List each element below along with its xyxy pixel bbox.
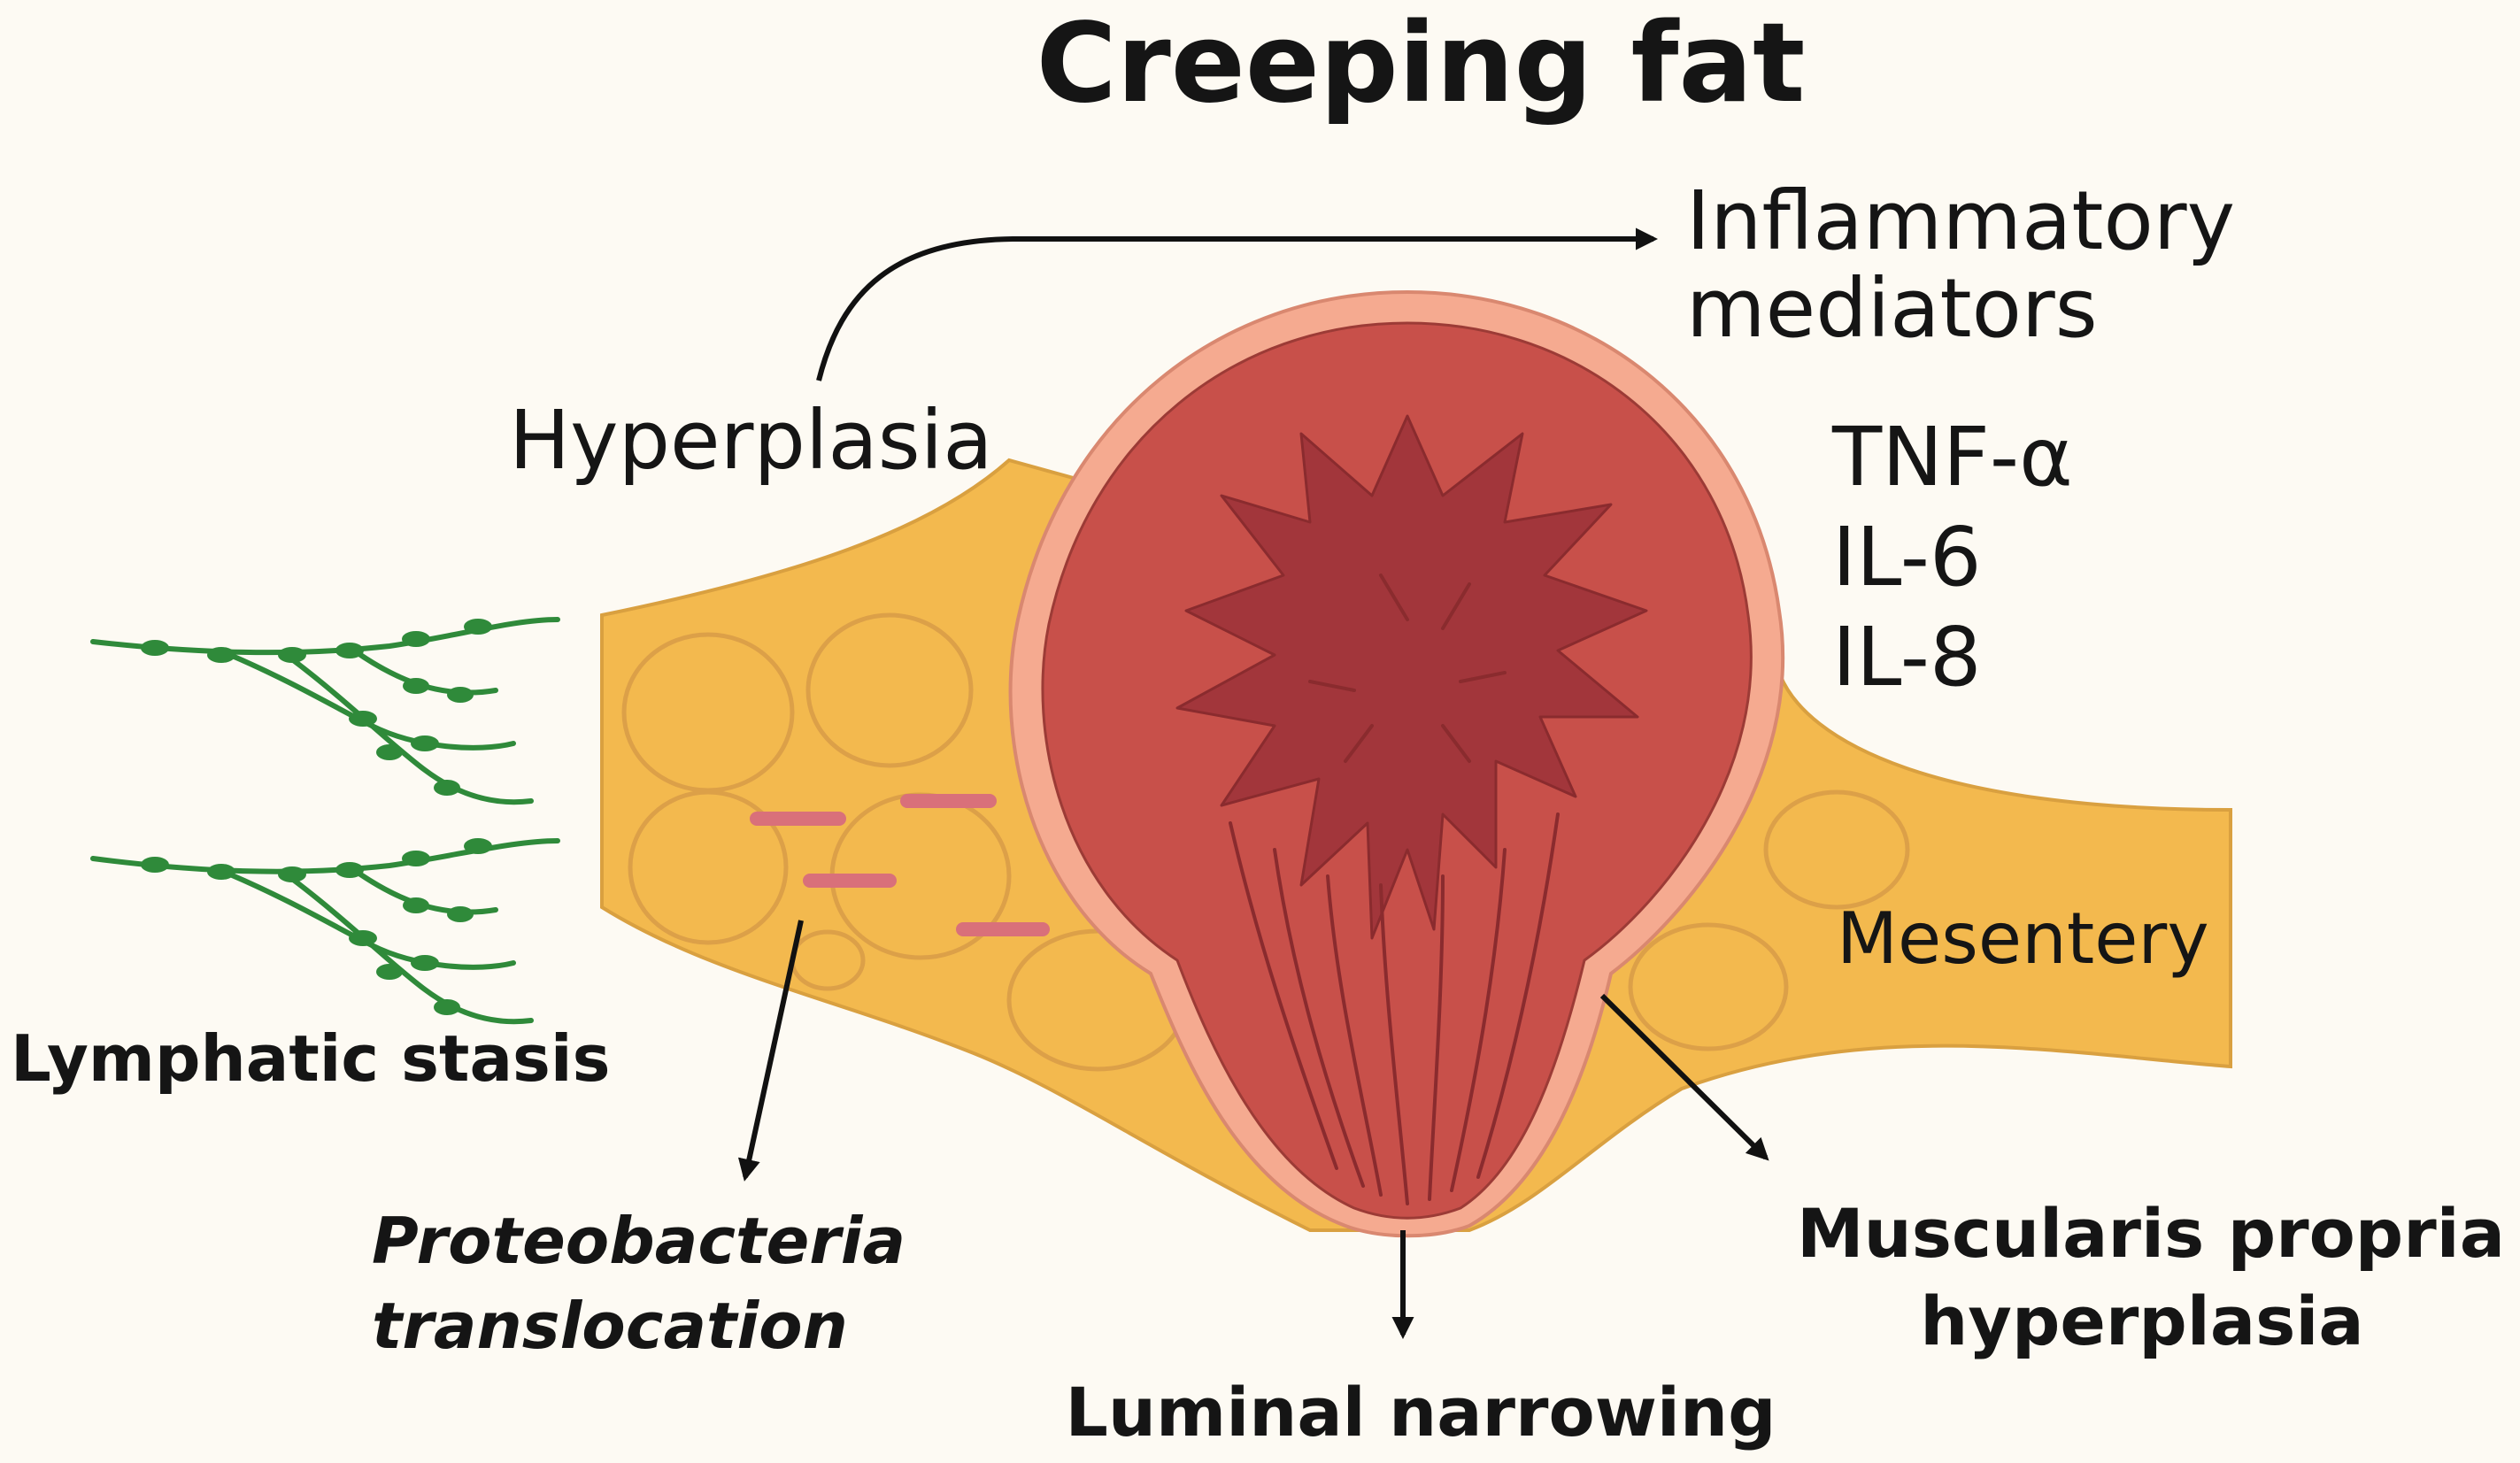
arrow-to-inflammatory-mediators	[816, 227, 1659, 381]
proteobacteria	[750, 794, 1050, 936]
cytokine-il6: IL-6	[1832, 510, 1982, 605]
cytokine-list: TNF-α IL-6 IL-8	[1832, 407, 2073, 707]
label-inflammatory-line1: Inflammatory	[1686, 173, 2236, 268]
adipocyte	[628, 789, 789, 945]
cytokine-tnf-alpha: TNF-α	[1832, 410, 2073, 504]
lymphatic-nodes	[141, 619, 492, 1015]
cytokine-il8: IL-8	[1832, 610, 1982, 705]
adipocyte	[805, 612, 974, 768]
arrows	[737, 227, 1769, 1340]
arrow-to-proteobacteria	[737, 920, 804, 1182]
label-proteobacteria-line1: Proteobacteria	[372, 1204, 906, 1278]
adipocyte	[1763, 789, 1910, 910]
label-muscularis-line2: hyperplasia	[1920, 1281, 2364, 1360]
label-mesentery: Mesentery	[1837, 897, 2209, 980]
mucosal-folds	[1229, 574, 1560, 1205]
label-hyperplasia: Hyperplasia	[509, 393, 993, 488]
label-inflammatory-mediators: Inflammatory mediators	[1686, 177, 2235, 353]
label-muscularis-propria-hyperplasia: Muscularis propria hyperplasia	[1797, 1190, 2506, 1366]
bowel-lumen	[1175, 414, 1648, 940]
adipocyte	[1628, 922, 1789, 1051]
diagram-title: Creeping fat	[1036, 0, 1806, 127]
label-proteobacteria-line2: translocation	[372, 1288, 848, 1363]
label-muscularis-line1: Muscularis propria	[1797, 1194, 2506, 1273]
lymphatic-vessels	[90, 617, 560, 1025]
label-proteobacteria-translocation: Proteobacteria translocation	[372, 1199, 906, 1369]
label-luminal-narrowing: Luminal narrowing	[1065, 1373, 1776, 1451]
arrow-to-muscularis-hyperplasia	[1599, 993, 1769, 1161]
label-lymphatic-stasis: Lymphatic stasis	[11, 1021, 611, 1096]
label-inflammatory-line2: mediators	[1686, 261, 2098, 357]
